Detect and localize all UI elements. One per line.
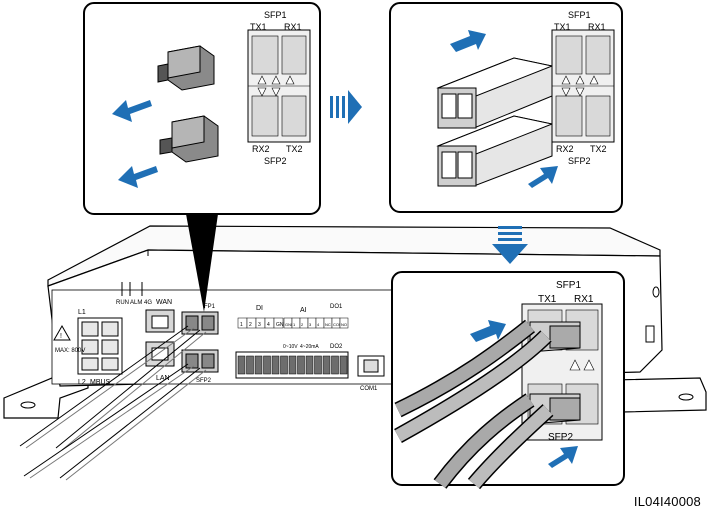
p2-sfp2-label: SFP2 — [568, 156, 591, 166]
callout-pointer — [186, 214, 218, 312]
fiber-connectors-bottom — [433, 393, 581, 490]
di-port-label: 3 — [258, 322, 261, 328]
mounting-hole-right — [678, 393, 694, 401]
dust-cap-top — [157, 45, 215, 91]
ai-label: AI — [300, 307, 307, 314]
warning-mark: ! — [60, 333, 62, 340]
ai-port-label: NO — [341, 322, 347, 327]
p2-sfp1-label: SFP1 — [568, 10, 591, 20]
led-alm-label: ALM — [130, 300, 142, 306]
p3-rx1-label: RX1 — [574, 294, 594, 305]
label-l2: L2 — [78, 379, 86, 386]
ai-port-label: 1 — [293, 322, 296, 327]
p1-sfp2-label: SFP2 — [264, 156, 287, 166]
power-terminal-block — [77, 317, 123, 375]
panel-insert-sfp-modules: SFP1 TX1 RX1 RX2 TX2 SFP2 — [389, 2, 623, 213]
terminal-slot — [305, 355, 314, 375]
status-leds: RUN ALM 4G — [116, 282, 152, 306]
warning-triangle-icon — [53, 324, 71, 341]
terminal-slot — [237, 355, 246, 375]
p1-rx2-label: RX2 — [252, 144, 270, 154]
figure-code: IL04I40008 — [633, 494, 701, 509]
do1-label: DO1 — [330, 304, 343, 310]
terminal-slot — [314, 355, 322, 375]
di-port-label: 4 — [267, 322, 270, 328]
push-arrow-icon — [528, 166, 558, 188]
di-port-label: GND — [276, 322, 288, 328]
p2-tx2-label: TX2 — [590, 144, 607, 154]
ai-port-label: GND — [285, 322, 294, 327]
terminal-slot — [254, 355, 263, 375]
ai-range-2: 4~20mA — [300, 344, 319, 350]
terminal-slot — [263, 355, 271, 375]
device-sfp2-label: SFP2 — [196, 378, 212, 384]
p3-sfp1-label: SFP1 — [556, 280, 581, 291]
terminal-slot — [246, 355, 254, 375]
device-sfp-ports: FP1 SFP2 — [181, 304, 219, 384]
terminal-strip — [235, 351, 349, 379]
fiber-connectors-top — [394, 319, 581, 443]
led-4g-label: 4G — [144, 300, 152, 306]
side-port-right — [645, 325, 655, 343]
mounting-hole-left — [20, 401, 36, 409]
ai-range-1: 0~10V — [283, 344, 298, 350]
terminal-slot — [322, 355, 331, 375]
pull-arrow-icon — [118, 166, 158, 188]
do2-label: DO2 — [330, 344, 343, 350]
label-mbus: MBUS — [90, 379, 111, 386]
side-screw-right — [652, 286, 660, 298]
di-port-box — [273, 317, 284, 329]
panel-connect-fibers: SFP1 TX1 RX1 SFP2 — [391, 271, 625, 490]
arrow-down-icon — [492, 226, 528, 264]
label-l1: L1 — [78, 309, 86, 316]
push-arrow-icon — [548, 446, 578, 468]
p1-tx1-label: TX1 — [250, 22, 267, 32]
led-run-label: RUN — [116, 300, 129, 306]
sfp-cage-panel2 — [551, 29, 615, 143]
di-port-label: 1 — [240, 322, 243, 328]
push-arrow-icon — [450, 30, 486, 52]
terminal-slot — [271, 355, 280, 375]
ai-port-label: 4 — [317, 322, 320, 327]
di-label: DI — [256, 305, 263, 312]
panel-remove-dust-caps: SFP1 TX1 RX1 RX2 TX2 SFP2 — [83, 2, 321, 215]
p1-rx1-label: RX1 — [284, 22, 302, 32]
di-port-label: 2 — [249, 322, 252, 328]
device-sfp1-label: FP1 — [204, 304, 216, 310]
fiber-cables-device — [19, 325, 207, 481]
push-arrow-icon — [470, 320, 506, 342]
p3-sfp2-label: SFP2 — [548, 432, 573, 443]
p2-rx2-label: RX2 — [556, 144, 574, 154]
terminal-slot — [288, 355, 297, 375]
arrow-right-icon — [330, 90, 362, 124]
ai-port-label: NC — [325, 322, 331, 327]
p3-tx1-label: TX1 — [538, 294, 557, 305]
lan-label: LAN — [156, 375, 170, 382]
p1-sfp1-label: SFP1 — [264, 10, 287, 20]
dust-cap-bottom — [159, 115, 219, 163]
ai-port-label: 2 — [301, 322, 304, 327]
wan-label: WAN — [156, 299, 172, 306]
terminal-slot — [297, 355, 305, 375]
terminal-slot — [339, 355, 348, 375]
ai-port-label: 3 — [309, 322, 312, 327]
pull-arrow-icon — [112, 100, 152, 122]
max-voltage-label: MAX: 800V — [55, 348, 85, 354]
terminal-slot — [331, 355, 339, 375]
p1-tx2-label: TX2 — [286, 144, 303, 154]
sfp-module-bottom — [436, 115, 554, 187]
com1-label: COM1 — [360, 386, 378, 392]
p2-rx1-label: RX1 — [588, 22, 606, 32]
sfp-cage-panel1 — [247, 29, 311, 143]
p2-tx1-label: TX1 — [554, 22, 571, 32]
terminal-slot — [280, 355, 288, 375]
ai-port-label: COM — [333, 322, 342, 327]
ai-port-box — [339, 317, 349, 329]
